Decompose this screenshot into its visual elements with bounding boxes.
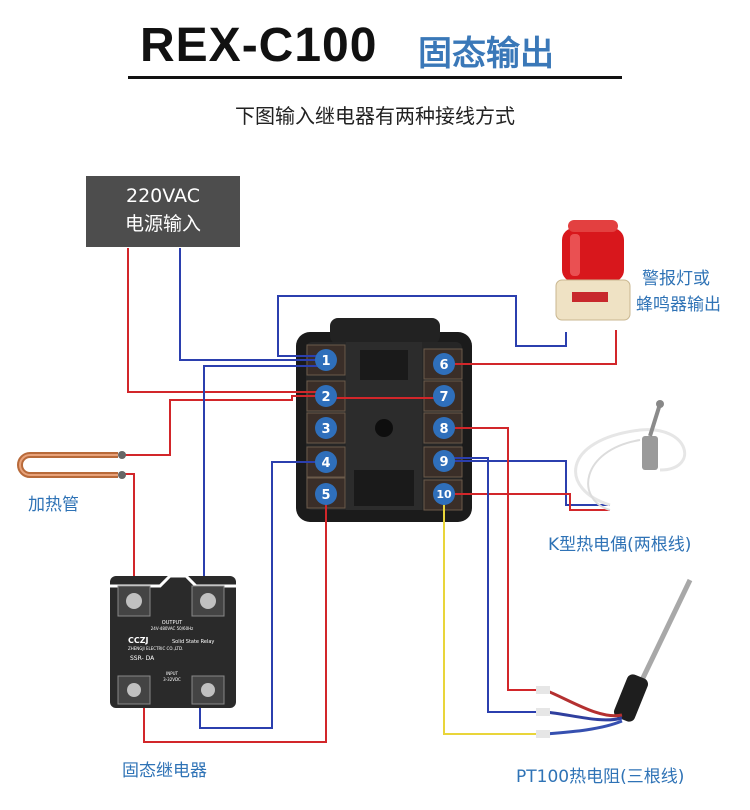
wire-heater-red-top <box>120 395 326 456</box>
wire-ssr-input-red <box>143 494 327 743</box>
wire-power-blue <box>179 248 326 361</box>
ssr-output-spec: 24V-480VAC 50/60Hz <box>151 626 194 631</box>
terminal-2 <box>315 385 337 407</box>
alarm-label-2: 蜂鸣器输出 <box>636 295 721 315</box>
pt100-sensor-icon <box>536 578 693 738</box>
ssr-kind: Solid State Relay <box>172 639 214 645</box>
wire-alarm-red <box>444 330 617 365</box>
wire-pt-blue <box>444 457 540 713</box>
ssr-label: 固态继电器 <box>122 761 207 781</box>
terminal-4-label: 4 <box>321 456 330 471</box>
terminal-2-label: 2 <box>321 390 330 405</box>
power-voltage-label: 220VAC <box>126 185 200 207</box>
terminal-1-label: 1 <box>321 354 330 369</box>
terminal-5-label: 5 <box>321 488 330 503</box>
terminal-3 <box>315 417 337 439</box>
heater-tube-icon <box>17 451 126 479</box>
ssr-relay-icon: OUTPUT 24V-480VAC 50/60Hz CCZJ Solid Sta… <box>110 574 236 708</box>
wire-heater-red-bottom <box>120 473 135 585</box>
pt100-label: PT100热电阻(三根线) <box>516 767 685 787</box>
page-title: REX-C100 <box>140 19 378 72</box>
terminal-4 <box>315 451 337 473</box>
terminal-badges: 1 2 3 4 5 6 7 8 9 10 <box>315 349 455 505</box>
terminal-9-label: 9 <box>439 455 448 470</box>
terminal-5 <box>315 483 337 505</box>
wire-ssr-input-blue <box>199 461 326 729</box>
terminal-8 <box>433 417 455 439</box>
terminal-10 <box>433 483 455 505</box>
title-underline <box>128 76 622 79</box>
power-input-label: 电源输入 <box>124 213 201 235</box>
ssr-output-label: OUTPUT <box>162 620 183 626</box>
k-thermocouple-label: K型热电偶(两根线) <box>548 535 692 555</box>
page-subtitle: 固态输出 <box>418 34 554 74</box>
terminal-7-label: 7 <box>439 390 448 405</box>
alarm-label: 警报灯或 <box>642 269 710 289</box>
wire-pt-yellow <box>443 498 540 735</box>
ssr-model: SSR- DA <box>130 655 155 662</box>
terminal-9 <box>433 450 455 472</box>
ssr-brand: CCZJ <box>128 636 149 645</box>
ssr-input-label: INPUT <box>166 671 179 676</box>
alarm-light-icon <box>555 220 631 321</box>
ssr-input-spec: 3-32VDC <box>163 677 181 682</box>
terminal-1 <box>315 349 337 371</box>
power-input-box: 220VAC 电源输入 <box>86 176 240 247</box>
k-thermocouple-icon <box>574 400 687 511</box>
terminal-8-label: 8 <box>439 422 448 437</box>
terminal-10-label: 10 <box>436 488 452 501</box>
terminal-6 <box>433 353 455 375</box>
terminal-6-label: 6 <box>439 358 448 373</box>
terminal-3-label: 3 <box>321 422 330 437</box>
terminal-7 <box>433 385 455 407</box>
diagram-description: 下图输入继电器有两种接线方式 <box>235 104 515 128</box>
wire-power-red <box>127 248 326 393</box>
ssr-maker: ZHENGJI ELECTRIC CO.,LTD. <box>128 646 183 651</box>
wire-ssr-blue-output <box>203 365 326 600</box>
wire-pt-red <box>444 427 540 691</box>
heater-label: 加热管 <box>28 495 79 515</box>
wire-k-blue <box>444 460 610 506</box>
wire-alarm-blue <box>277 295 567 357</box>
